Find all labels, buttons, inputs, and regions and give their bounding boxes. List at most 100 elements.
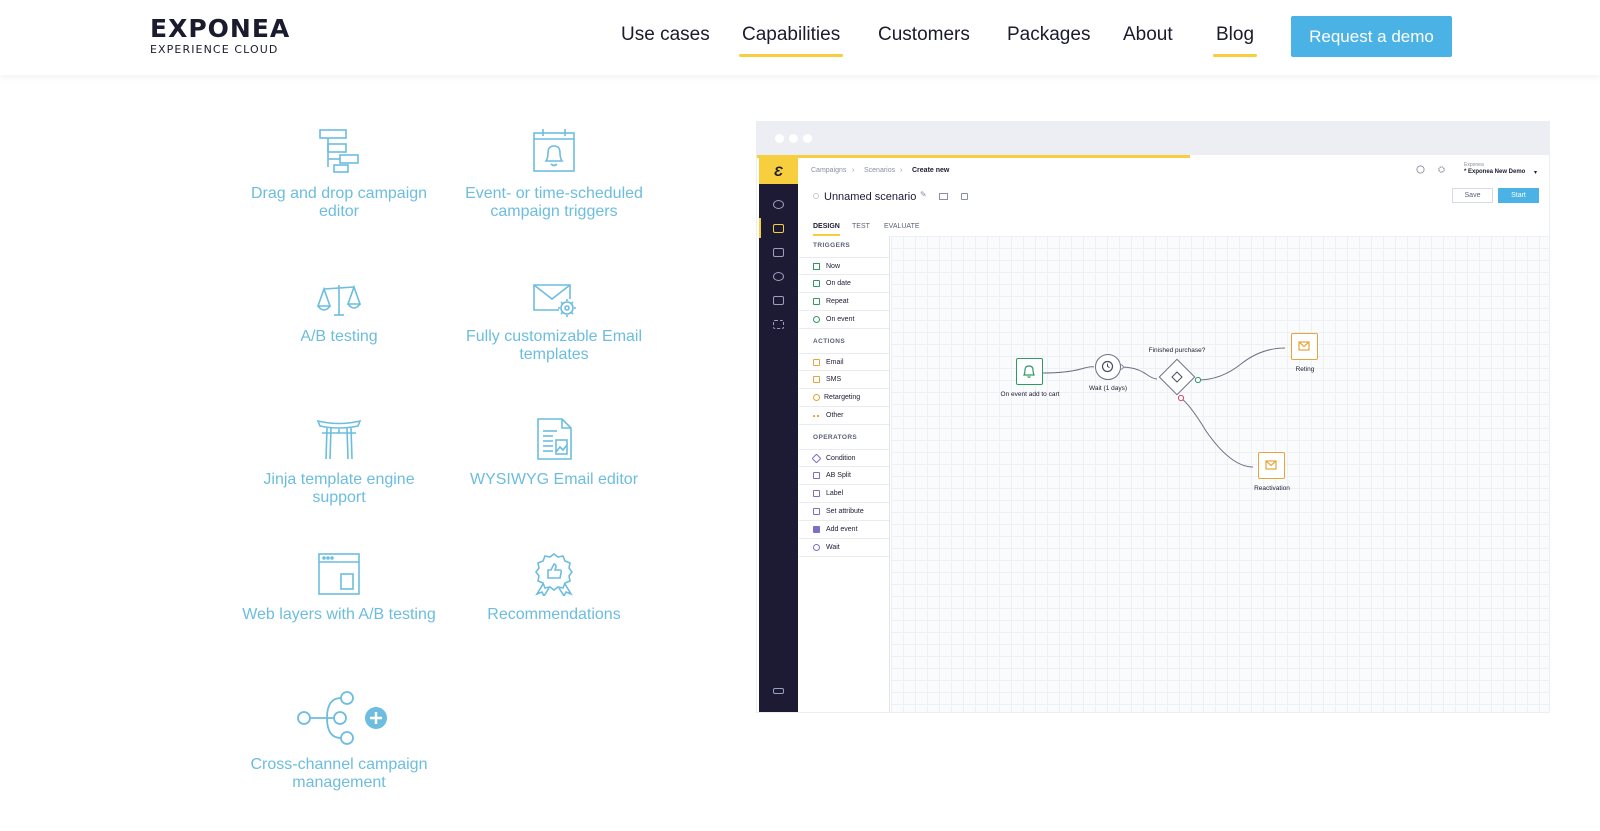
feature-label: Web layers with A/B testing xyxy=(242,606,436,623)
palette-item-add-event[interactable]: Add event xyxy=(799,521,889,539)
browser-window-icon xyxy=(318,553,360,595)
help-icon[interactable] xyxy=(1416,165,1425,174)
feature-label: Fully customizable Email templates xyxy=(465,328,643,363)
feature-label: A/B testing xyxy=(300,328,378,345)
palette-item-set-attribute[interactable]: Set attribute xyxy=(799,503,889,521)
nav-customers[interactable]: Customers xyxy=(878,24,970,45)
feature-jinja: Jinja template engine support xyxy=(239,417,439,507)
tab-test[interactable]: TEST xyxy=(852,223,870,230)
brand-logo[interactable]: EXPONEA EXPERIENCE CLOUD xyxy=(150,14,300,57)
window-dot xyxy=(789,134,798,143)
gear-icon[interactable] xyxy=(1437,165,1446,174)
palette-item-sms[interactable]: SMS xyxy=(799,371,889,389)
window-dot xyxy=(803,134,812,143)
feature-label: Cross-channel campaign management xyxy=(250,756,428,791)
feature-label: Drag and drop campaign editor xyxy=(250,185,428,220)
feature-label: WYSIWYG Email editor xyxy=(469,471,639,488)
flow-node-email-yes-label: Reting xyxy=(1295,366,1315,373)
flow-node-wait-label: Wait (1 days) xyxy=(1088,385,1128,392)
more-dots-icon xyxy=(813,415,820,422)
condition-icon xyxy=(1171,371,1183,383)
palette-item-on-date[interactable]: On date xyxy=(799,275,889,293)
feature-label: Jinja template engine support xyxy=(263,471,415,506)
site-header: EXPONEA EXPERIENCE CLOUD Use cases Capab… xyxy=(0,0,1600,75)
feature-web-layers: Web layers with A/B testing xyxy=(239,552,439,624)
save-button[interactable]: Save xyxy=(1452,188,1493,203)
sidebar-active-marker xyxy=(759,218,761,238)
request-demo-button[interactable]: Request a demo xyxy=(1291,16,1452,57)
nav-packages[interactable]: Packages xyxy=(1007,24,1091,45)
assets-icon[interactable] xyxy=(773,296,784,305)
data-icon[interactable] xyxy=(773,272,784,281)
tab-evaluate[interactable]: EVALUATE xyxy=(884,223,920,230)
browser-chrome xyxy=(757,122,1549,155)
flow-node-trigger-label: On event add to cart xyxy=(1000,391,1060,398)
palette-item-email[interactable]: Email xyxy=(799,353,889,371)
branching-network-icon xyxy=(297,691,387,745)
tag-icon xyxy=(813,490,820,497)
clock-icon xyxy=(813,544,820,551)
calendar-icon xyxy=(813,280,820,287)
sms-icon xyxy=(813,376,820,383)
palette-item-label[interactable]: Label xyxy=(799,485,889,503)
palette-item-condition[interactable]: Condition xyxy=(799,449,889,467)
palette-item-repeat[interactable]: Repeat xyxy=(799,293,889,311)
palette-item-now[interactable]: Now xyxy=(799,257,889,275)
split-icon xyxy=(813,472,820,479)
palette-item-on-event[interactable]: On event xyxy=(799,311,889,329)
folder-icon[interactable] xyxy=(939,193,948,200)
app-logo[interactable]: Ɛ xyxy=(759,158,798,184)
email-icon xyxy=(1298,341,1310,351)
project-selector[interactable]: * Exponea New Demo xyxy=(1464,169,1526,175)
flow-node-wait[interactable] xyxy=(1095,354,1121,380)
flow-node-condition-label: Finished purchase? xyxy=(1148,347,1206,354)
account-org: Exponea xyxy=(1464,162,1484,168)
calendar-bell-icon xyxy=(533,129,575,172)
palette-item-wait[interactable]: Wait xyxy=(799,539,889,557)
breadcrumb-campaigns[interactable]: Campaigns xyxy=(811,167,847,174)
palette-item-retargeting[interactable]: Retargeting xyxy=(799,389,889,407)
chevron-down-icon[interactable]: ▾ xyxy=(1534,170,1538,176)
flow-node-email-no[interactable] xyxy=(1258,452,1285,479)
nav-blog[interactable]: Blog xyxy=(1212,24,1258,57)
email-icon xyxy=(813,359,820,366)
node-palette: TRIGGERS Now On date Repeat On event ACT… xyxy=(799,236,890,712)
target-icon xyxy=(813,394,820,401)
feature-drag-drop: Drag and drop campaign editor xyxy=(239,127,439,221)
palette-item-other[interactable]: Other xyxy=(799,407,889,425)
palette-item-ab-split[interactable]: AB Split xyxy=(799,467,889,485)
flow-node-trigger[interactable] xyxy=(1016,358,1043,385)
email-icon xyxy=(1265,460,1277,470)
breadcrumb-create-new: Create new xyxy=(912,167,950,174)
scenario-name[interactable]: Unnamed scenario xyxy=(824,191,917,203)
campaigns-icon[interactable] xyxy=(773,224,784,233)
feature-cross-channel: Cross-channel campaign management xyxy=(239,690,439,792)
nav-capabilities[interactable]: Capabilities xyxy=(738,24,844,57)
repeat-icon xyxy=(813,298,820,305)
torii-gate-icon xyxy=(316,419,362,460)
condition-icon xyxy=(811,453,822,464)
tab-design[interactable]: DESIGN xyxy=(813,223,840,236)
clock-icon xyxy=(1101,360,1114,373)
bell-icon xyxy=(813,316,820,323)
copy-icon[interactable] xyxy=(961,193,968,200)
award-badge-icon xyxy=(535,553,573,596)
scenario-canvas[interactable]: On event add to cart Wait (1 days) Finis… xyxy=(891,236,1549,712)
feature-email-templates: Fully customizable Email templates xyxy=(454,282,654,364)
brand-name: EXPONEA xyxy=(150,14,291,43)
flow-node-email-yes[interactable] xyxy=(1291,333,1318,360)
nav-about[interactable]: About xyxy=(1123,24,1173,45)
dashboard-icon[interactable] xyxy=(773,200,784,209)
feature-recommendations: Recommendations xyxy=(454,552,654,624)
breadcrumb-scenarios[interactable]: Scenarios xyxy=(864,167,896,174)
flow-connections xyxy=(1042,347,1286,468)
add-event-icon xyxy=(813,526,820,533)
feature-wysiwyg: WYSIWYG Email editor xyxy=(454,417,654,489)
settings-sliders-icon[interactable] xyxy=(773,320,784,329)
nav-use-cases[interactable]: Use cases xyxy=(621,24,710,45)
start-button[interactable]: Start xyxy=(1498,188,1539,203)
collapse-menu-icon[interactable] xyxy=(773,688,784,694)
palette-section-triggers: TRIGGERS xyxy=(813,242,851,249)
analytics-icon[interactable] xyxy=(773,248,784,257)
edit-pencil-icon[interactable]: ✎ xyxy=(920,190,927,199)
